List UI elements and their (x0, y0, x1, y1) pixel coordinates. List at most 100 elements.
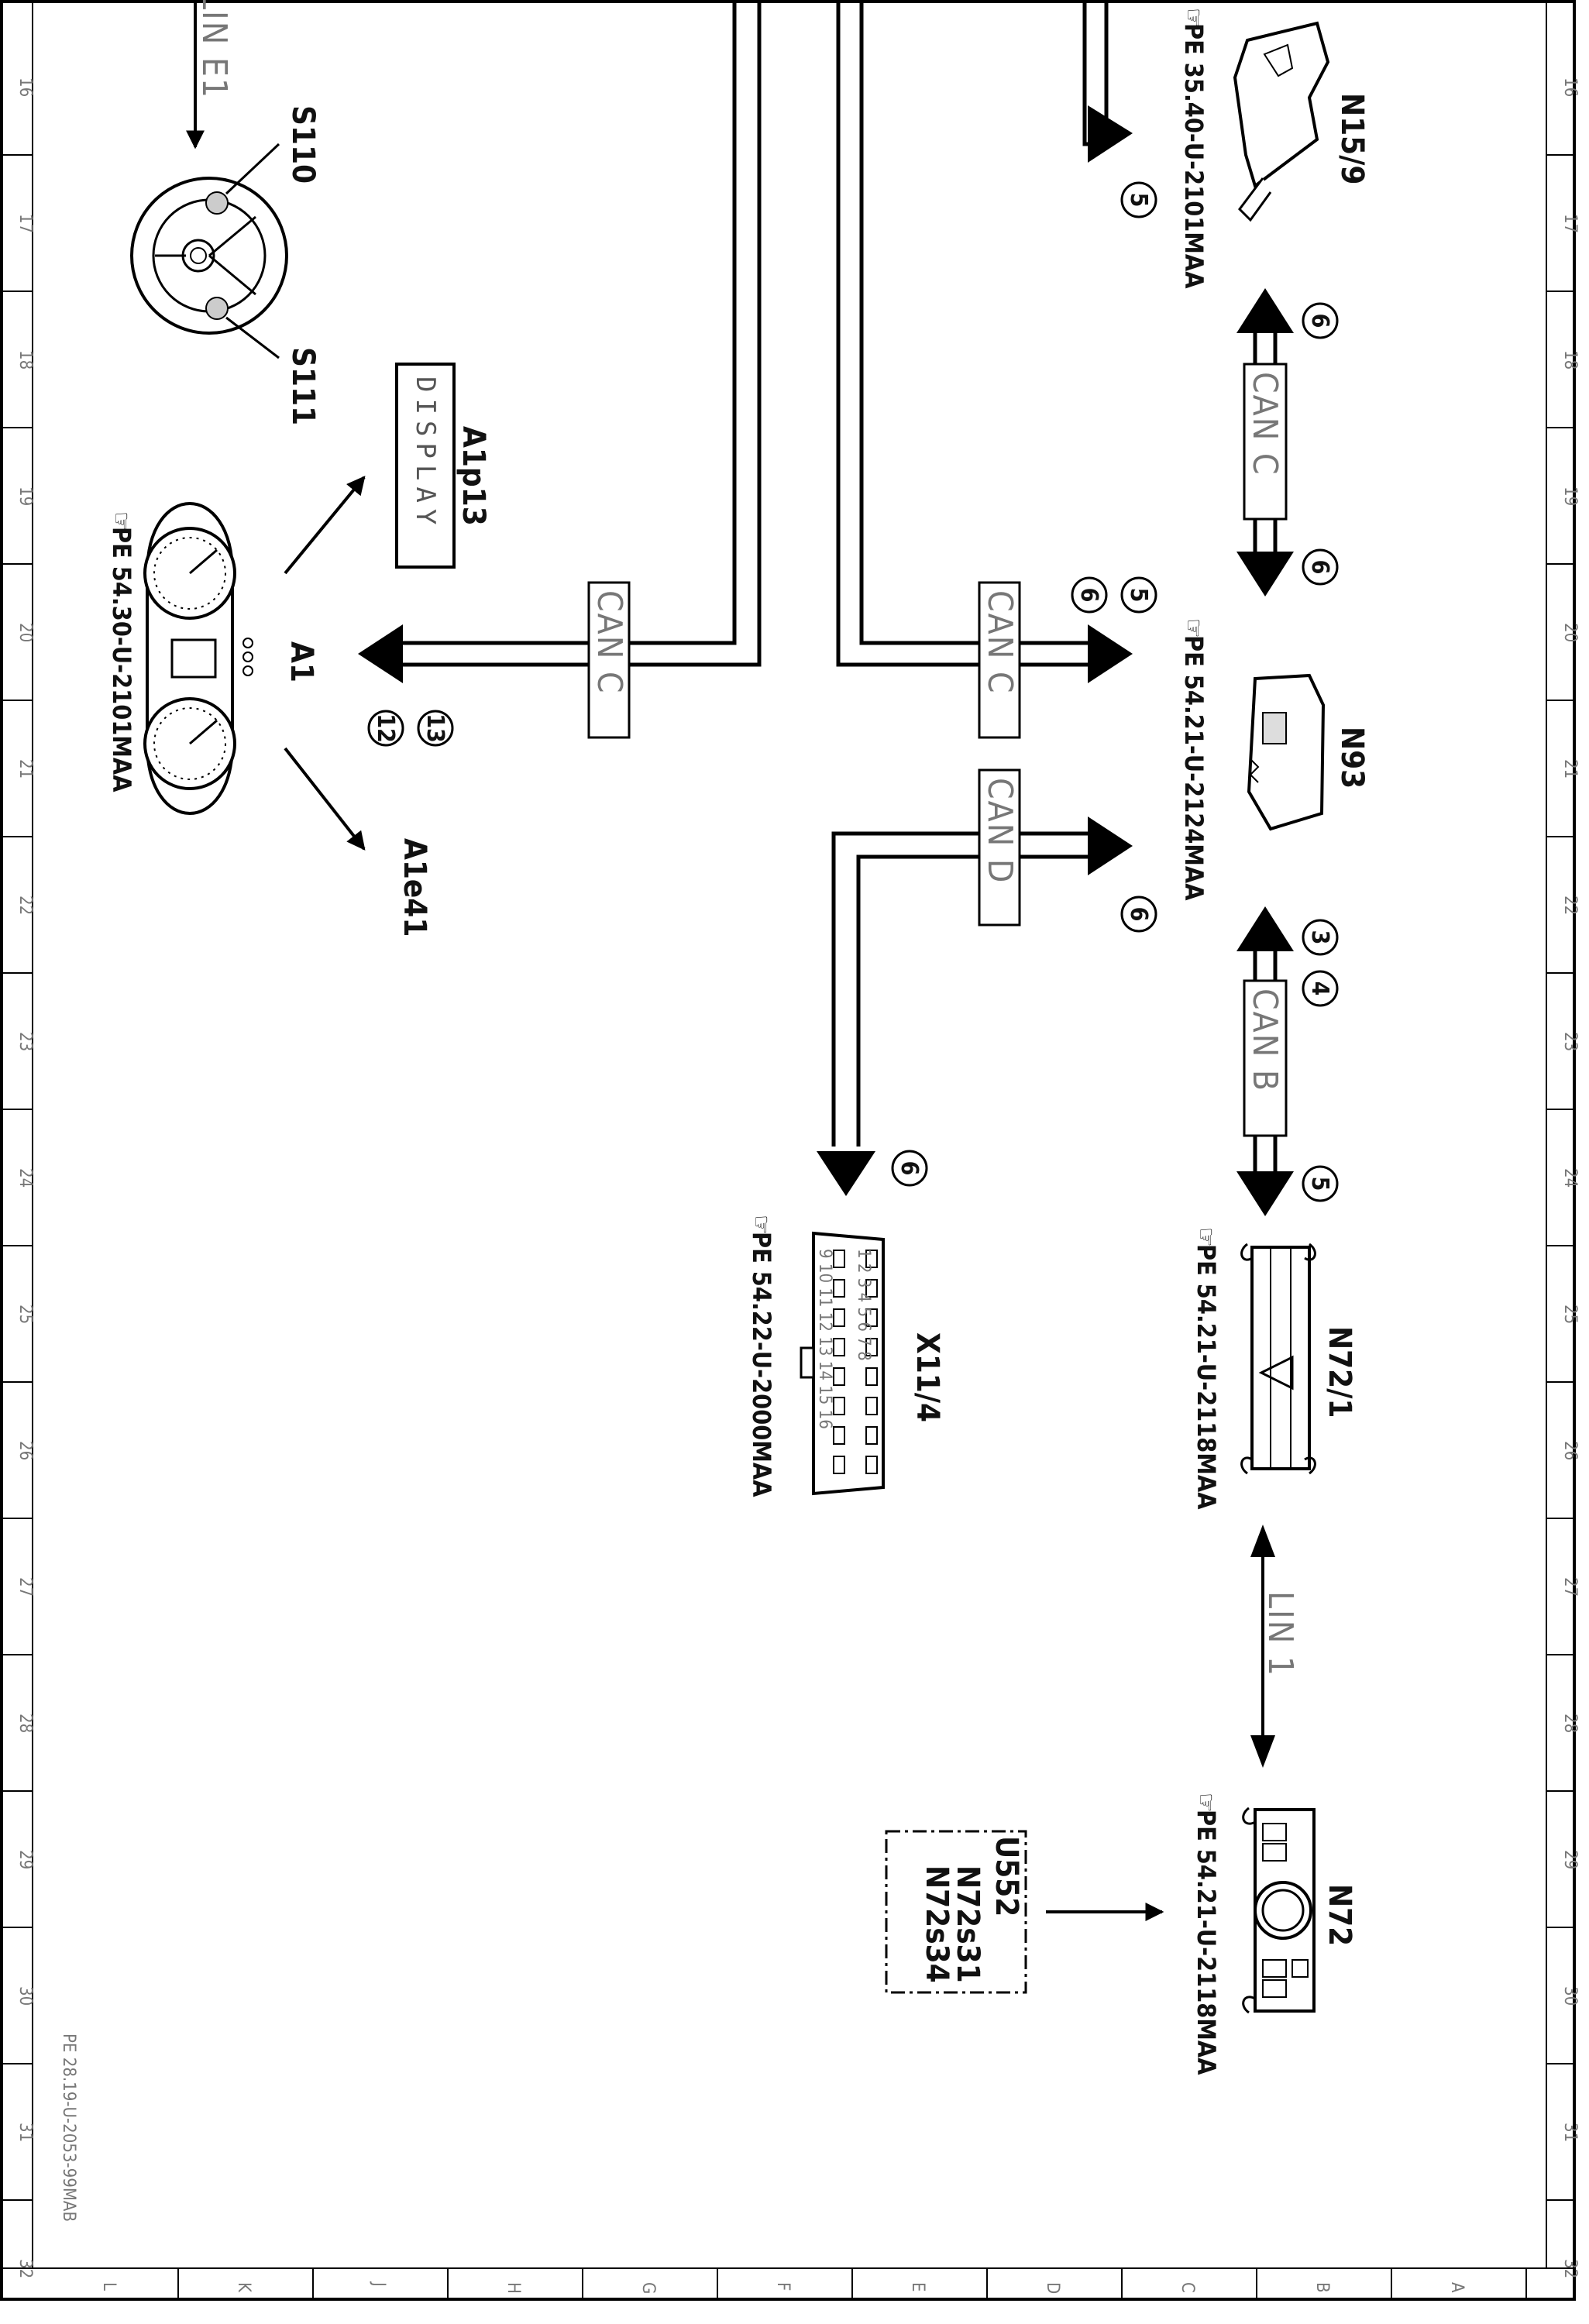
grid-row-label-left: 28 (15, 1714, 35, 1733)
grid-row-label-left: 16 (15, 77, 35, 97)
ref-hand-n15-9: ☞ (1179, 8, 1209, 28)
n72-1-module-icon (1240, 1243, 1316, 1475)
ref-hand-x11-4: ☞ (747, 1215, 776, 1235)
label-n72-1: N72/1 (1322, 1326, 1357, 1418)
bus-label-can-c-n93: CAN C (978, 581, 1021, 739)
grid-row-label-left: 17 (15, 214, 35, 233)
ref-hand-n72: ☞ (1192, 1793, 1221, 1813)
obd-top-pin-numbers: 1 2 3 4 5 6 7 8 (854, 1249, 873, 1361)
display-text: DISPLAY (410, 376, 441, 531)
svg-text:12: 12 (372, 713, 399, 743)
grid-row-label-right: 29 (1560, 1850, 1580, 1869)
bus-label-can-b: CAN B (1243, 979, 1288, 1137)
grid-column-label: L (99, 2282, 119, 2291)
svg-text:5: 5 (1125, 588, 1152, 603)
grid-row-label-left: 19 (15, 486, 35, 506)
ref-a1: PE 54.30-U-2101MAA (107, 527, 136, 792)
grid-column-label: C (1178, 2282, 1197, 2293)
svg-text:6: 6 (1306, 314, 1333, 328)
grid-row-label-left: 18 (15, 350, 35, 370)
label-n72s34: N72s34 (919, 1865, 954, 1983)
circled-marker-m5_n93: 5 (1120, 576, 1157, 614)
bus-label-can-c-top: CAN C (1243, 363, 1288, 521)
circled-marker-m13: 13 (417, 710, 454, 747)
svg-text:CAN C: CAN C (1245, 372, 1285, 476)
grid-row-label-left: 30 (15, 1986, 35, 2006)
svg-text:CAN B: CAN B (1245, 988, 1285, 1092)
obd-pin (833, 1250, 845, 1268)
obd-pin (865, 1279, 878, 1298)
obd-pin (865, 1426, 878, 1445)
ref-hand-n93: ☞ (1179, 618, 1209, 638)
grid-column-label: H (504, 2282, 523, 2294)
obd-pin (865, 1250, 878, 1268)
obd-pin (865, 1308, 878, 1327)
circled-marker-m6_top2: 6 (1302, 548, 1339, 586)
svg-text:CAN C: CAN C (590, 590, 629, 695)
grid-row-label-right: 30 (1560, 1986, 1580, 2006)
obd-pin (833, 1338, 845, 1356)
label-s110: S110 (285, 105, 321, 184)
grid-row-label-right: 23 (1560, 1032, 1580, 1051)
grid-column-label: F (773, 2282, 793, 2291)
obd-pin (833, 1308, 845, 1327)
grid-row-label-right: 32 (1560, 2259, 1580, 2278)
n72-module-icon (1242, 1807, 1316, 2014)
obd-pin (865, 1397, 878, 1415)
label-u552: U552 (989, 1836, 1024, 1917)
grid-row-label-left: 25 (15, 1305, 35, 1324)
bus-label-can-c-a1: CAN C (587, 581, 631, 739)
grid-row-label-left: 32 (15, 2259, 35, 2278)
grid-column-label: A (1447, 2282, 1467, 2293)
svg-text:5: 5 (1125, 193, 1152, 208)
grid-row-label-right: 17 (1560, 214, 1580, 233)
ref-n93: PE 54.21-U-2124MAA (1179, 635, 1209, 901)
grid-row-label-left: 22 (15, 896, 35, 915)
circled-marker-m12: 12 (367, 710, 404, 747)
circled-marker-m6_x11: 6 (891, 1150, 928, 1187)
grid-row-label-left: 24 (15, 1168, 35, 1188)
label-a1: A1 (284, 641, 319, 682)
grid-row-label-left: 31 (15, 2123, 35, 2142)
grid-row-label-right: 28 (1560, 1714, 1580, 1733)
circled-marker-m4: 4 (1302, 970, 1339, 1007)
svg-text:CAN C: CAN C (980, 590, 1020, 695)
n15-9-module-icon (1233, 21, 1330, 222)
ref-hand-a1: ☞ (107, 511, 136, 531)
svg-text:5: 5 (1306, 1177, 1333, 1191)
grid-column-label: D (1043, 2282, 1062, 2294)
obd-pin (833, 1367, 845, 1386)
grid-row-label-left: 26 (15, 1441, 35, 1460)
grid-row-label-left: 23 (15, 1032, 35, 1051)
bus-label-lin-e1: LIN E1 (194, 0, 234, 99)
obd-pin (833, 1397, 845, 1415)
ref-hand-n72-1: ☞ (1192, 1227, 1221, 1247)
ref-n72: PE 54.21-U-2118MAA (1192, 1810, 1221, 2075)
harness-can-d (817, 816, 1133, 1196)
ref-x11-4: PE 54.22-U-2000MAA (747, 1232, 776, 1497)
label-n72s31: N72s31 (950, 1865, 985, 1983)
obd-pin (833, 1456, 845, 1474)
grid-column-label: B (1312, 2282, 1332, 2293)
label-n15-9: N15/9 (1334, 93, 1370, 184)
steering-wheel-icon (130, 143, 288, 359)
grid-column-label: E (908, 2282, 927, 2292)
svg-text:3: 3 (1306, 930, 1333, 945)
circled-marker-m5_n15: 5 (1120, 181, 1157, 218)
grid-row-label-right: 24 (1560, 1168, 1580, 1188)
a1-to-a1p13-line (284, 476, 366, 575)
grid-column-label: K (234, 2282, 253, 2293)
instrument-cluster-icon (143, 502, 253, 815)
svg-text:13: 13 (421, 713, 449, 743)
harness-n15-9 (1082, 0, 1133, 163)
obd-bottom-pin-numbers: 9 10 11 12 13 14 15 16 (815, 1249, 834, 1429)
label-a1p13: A1p13 (456, 426, 491, 526)
obd-pin (865, 1456, 878, 1474)
grid-row-label-left: 27 (15, 1577, 35, 1597)
grid-row-label-right: 25 (1560, 1305, 1580, 1324)
grid-row-label-right: 18 (1560, 350, 1580, 370)
